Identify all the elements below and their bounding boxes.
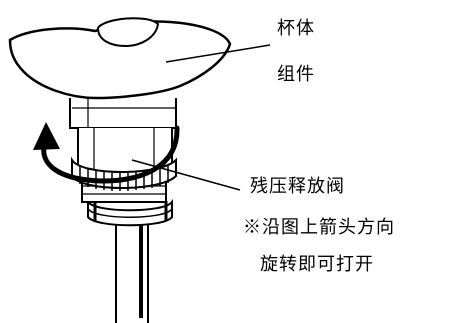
rotation-arrow-icon xyxy=(33,122,180,184)
cup-assembly-label-line1: 杯体 xyxy=(277,18,315,39)
pipe xyxy=(115,219,149,323)
release-valve-instruction-line1: ※沿图上箭头方向 xyxy=(243,217,395,238)
release-valve-instruction-line2: 旋转即可打开 xyxy=(260,254,374,275)
cup-assembly xyxy=(8,17,232,100)
release-valve-leader-line xyxy=(131,159,241,191)
cup-assembly-label-line2: 组件 xyxy=(277,64,315,85)
fitting-collar xyxy=(87,198,173,227)
valve-body xyxy=(69,98,177,203)
cup-assembly-leader-line xyxy=(165,44,271,63)
release-valve-label: 残压释放阀 xyxy=(250,176,345,197)
